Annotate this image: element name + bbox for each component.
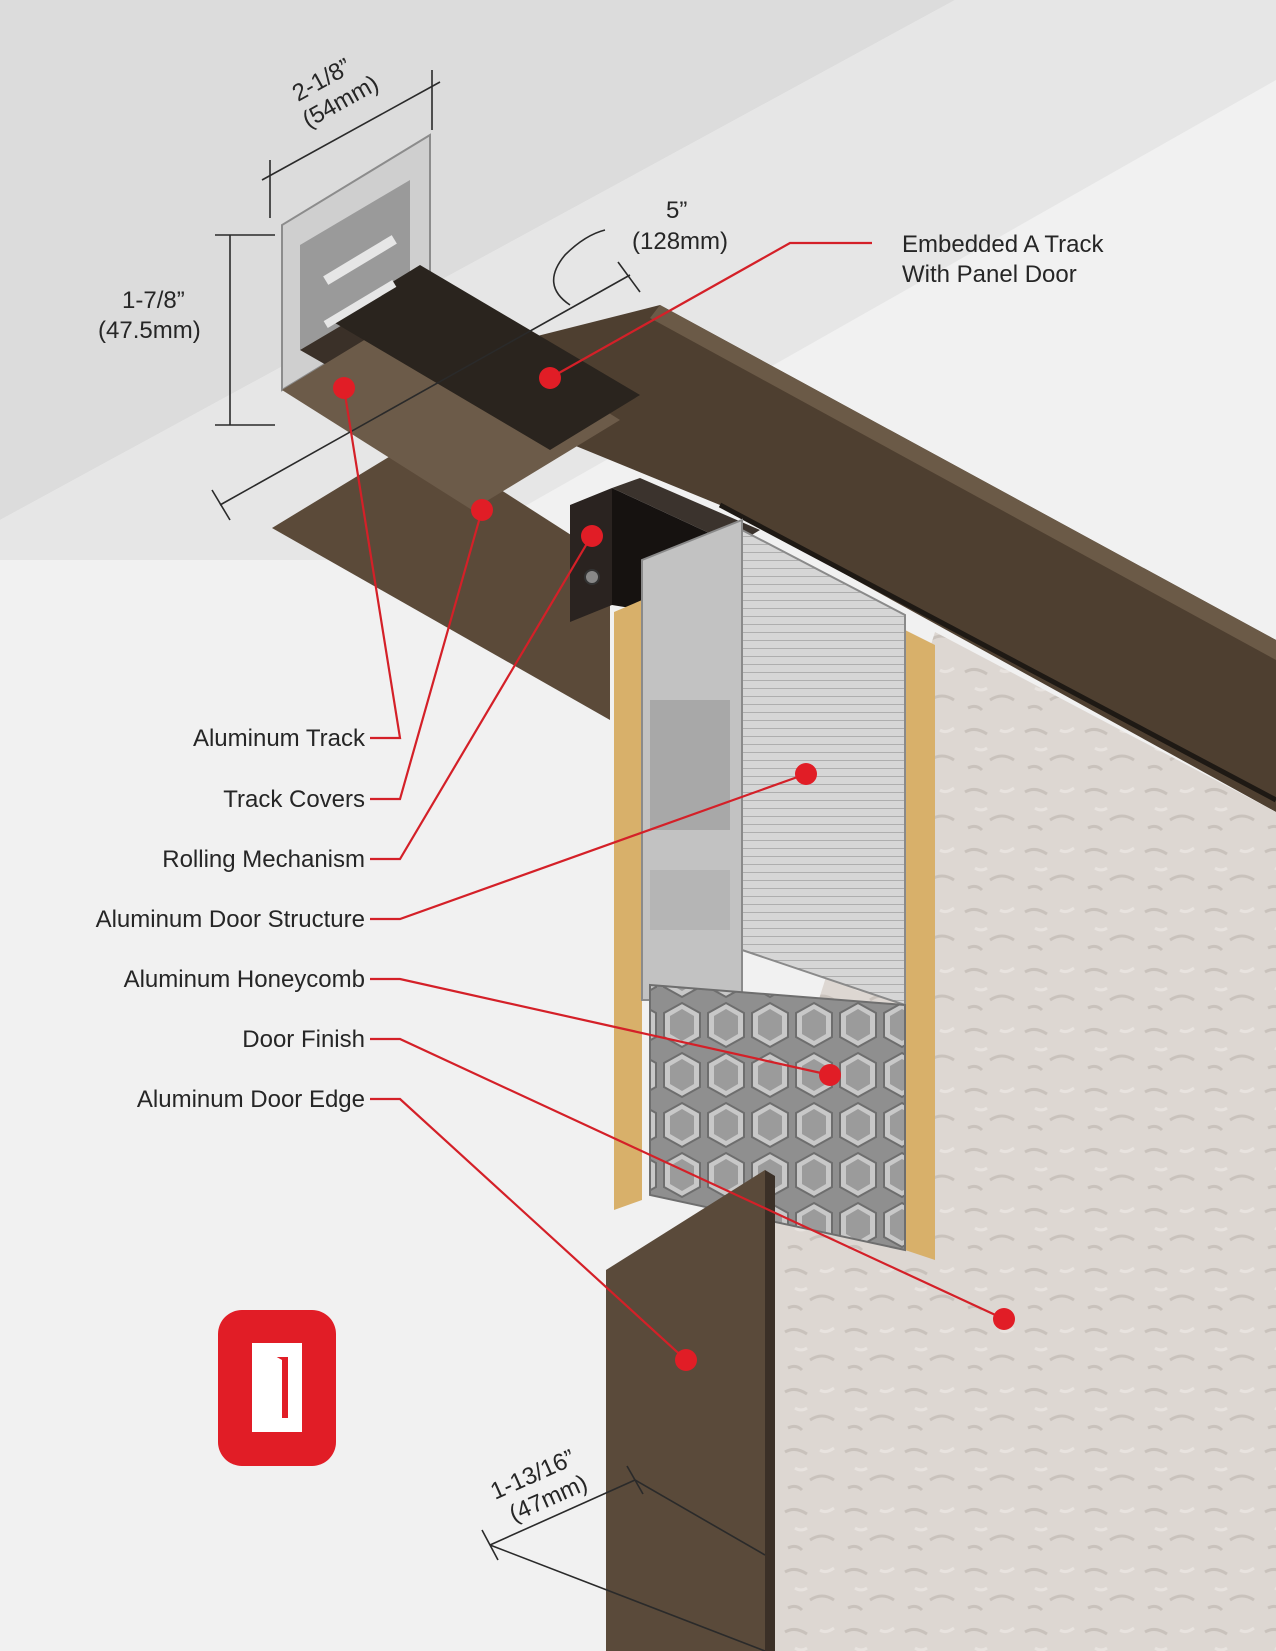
leader-door-structure — [370, 772, 807, 921]
frame-chamber — [650, 700, 730, 830]
dot-track-covers — [471, 499, 493, 521]
dot-aluminum-track — [333, 377, 355, 399]
leader-track-covers — [370, 509, 484, 801]
dim-track-height-metric: (47.5mm) — [98, 317, 201, 344]
label-door-edge: Aluminum Door Edge — [137, 1086, 365, 1113]
label-track-covers: Track Covers — [223, 786, 365, 813]
dot-rolling-mechanism — [581, 525, 603, 547]
dot-door-edge — [675, 1349, 697, 1371]
dot-door-finish — [993, 1308, 1015, 1330]
door-wood-edge-right — [905, 630, 935, 1260]
leader-door-edge — [370, 1097, 687, 1361]
label-honeycomb: Aluminum Honeycomb — [124, 966, 365, 993]
dimension-cover-width: 5” (128mm) — [211, 197, 728, 521]
aluminum-track-profile — [281, 133, 640, 510]
leader-lines — [342, 241, 1005, 1361]
label-door-structure: Aluminum Door Structure — [96, 906, 365, 933]
door-wood-edge-left — [614, 600, 642, 1210]
leader-honeycomb — [370, 977, 831, 1077]
dim-cover-width-metric: (128mm) — [632, 228, 728, 255]
aluminum-door-edge-front — [606, 1170, 765, 1651]
dim-cover-width-imperial: 5” — [666, 197, 687, 224]
label-rolling-mechanism: Rolling Mechanism — [162, 846, 365, 873]
dim-track-height-imperial: 1-7/8” — [122, 287, 185, 314]
frame-chamber-lower — [650, 870, 730, 930]
leader-door-finish — [370, 1037, 1005, 1320]
label-door-finish: Door Finish — [242, 1026, 365, 1053]
embedded-track-lip — [650, 305, 1276, 660]
aluminum-door-edge-side — [765, 1170, 775, 1651]
door-logo-icon — [218, 1310, 336, 1466]
track-groove — [718, 502, 1276, 803]
dot-honeycomb — [819, 1064, 841, 1086]
dimension-door-thickness: 1-13/16” (47mm) — [481, 1442, 766, 1651]
dimension-track-height: 1-7/8” (47.5mm) — [98, 234, 275, 426]
label-embedded-track: Embedded A Track With Panel Door — [902, 231, 1110, 288]
dot-embedded-track — [539, 367, 561, 389]
aluminum-ribbed-core — [741, 528, 906, 1007]
callout-dots — [333, 367, 1015, 1371]
leader-embedded-track — [549, 241, 872, 379]
ceiling-slope — [0, 0, 1276, 560]
track-cover-plate — [272, 438, 610, 720]
label-aluminum-track: Aluminum Track — [193, 725, 366, 752]
dot-door-structure — [795, 763, 817, 785]
leader-rolling-mechanism — [370, 534, 593, 861]
leader-aluminum-track — [342, 387, 402, 740]
aluminum-honeycomb-core — [649, 983, 906, 1252]
svg-text:1-13/16” (47mm): 1-13/16” (47mm) — [486, 1442, 596, 1531]
